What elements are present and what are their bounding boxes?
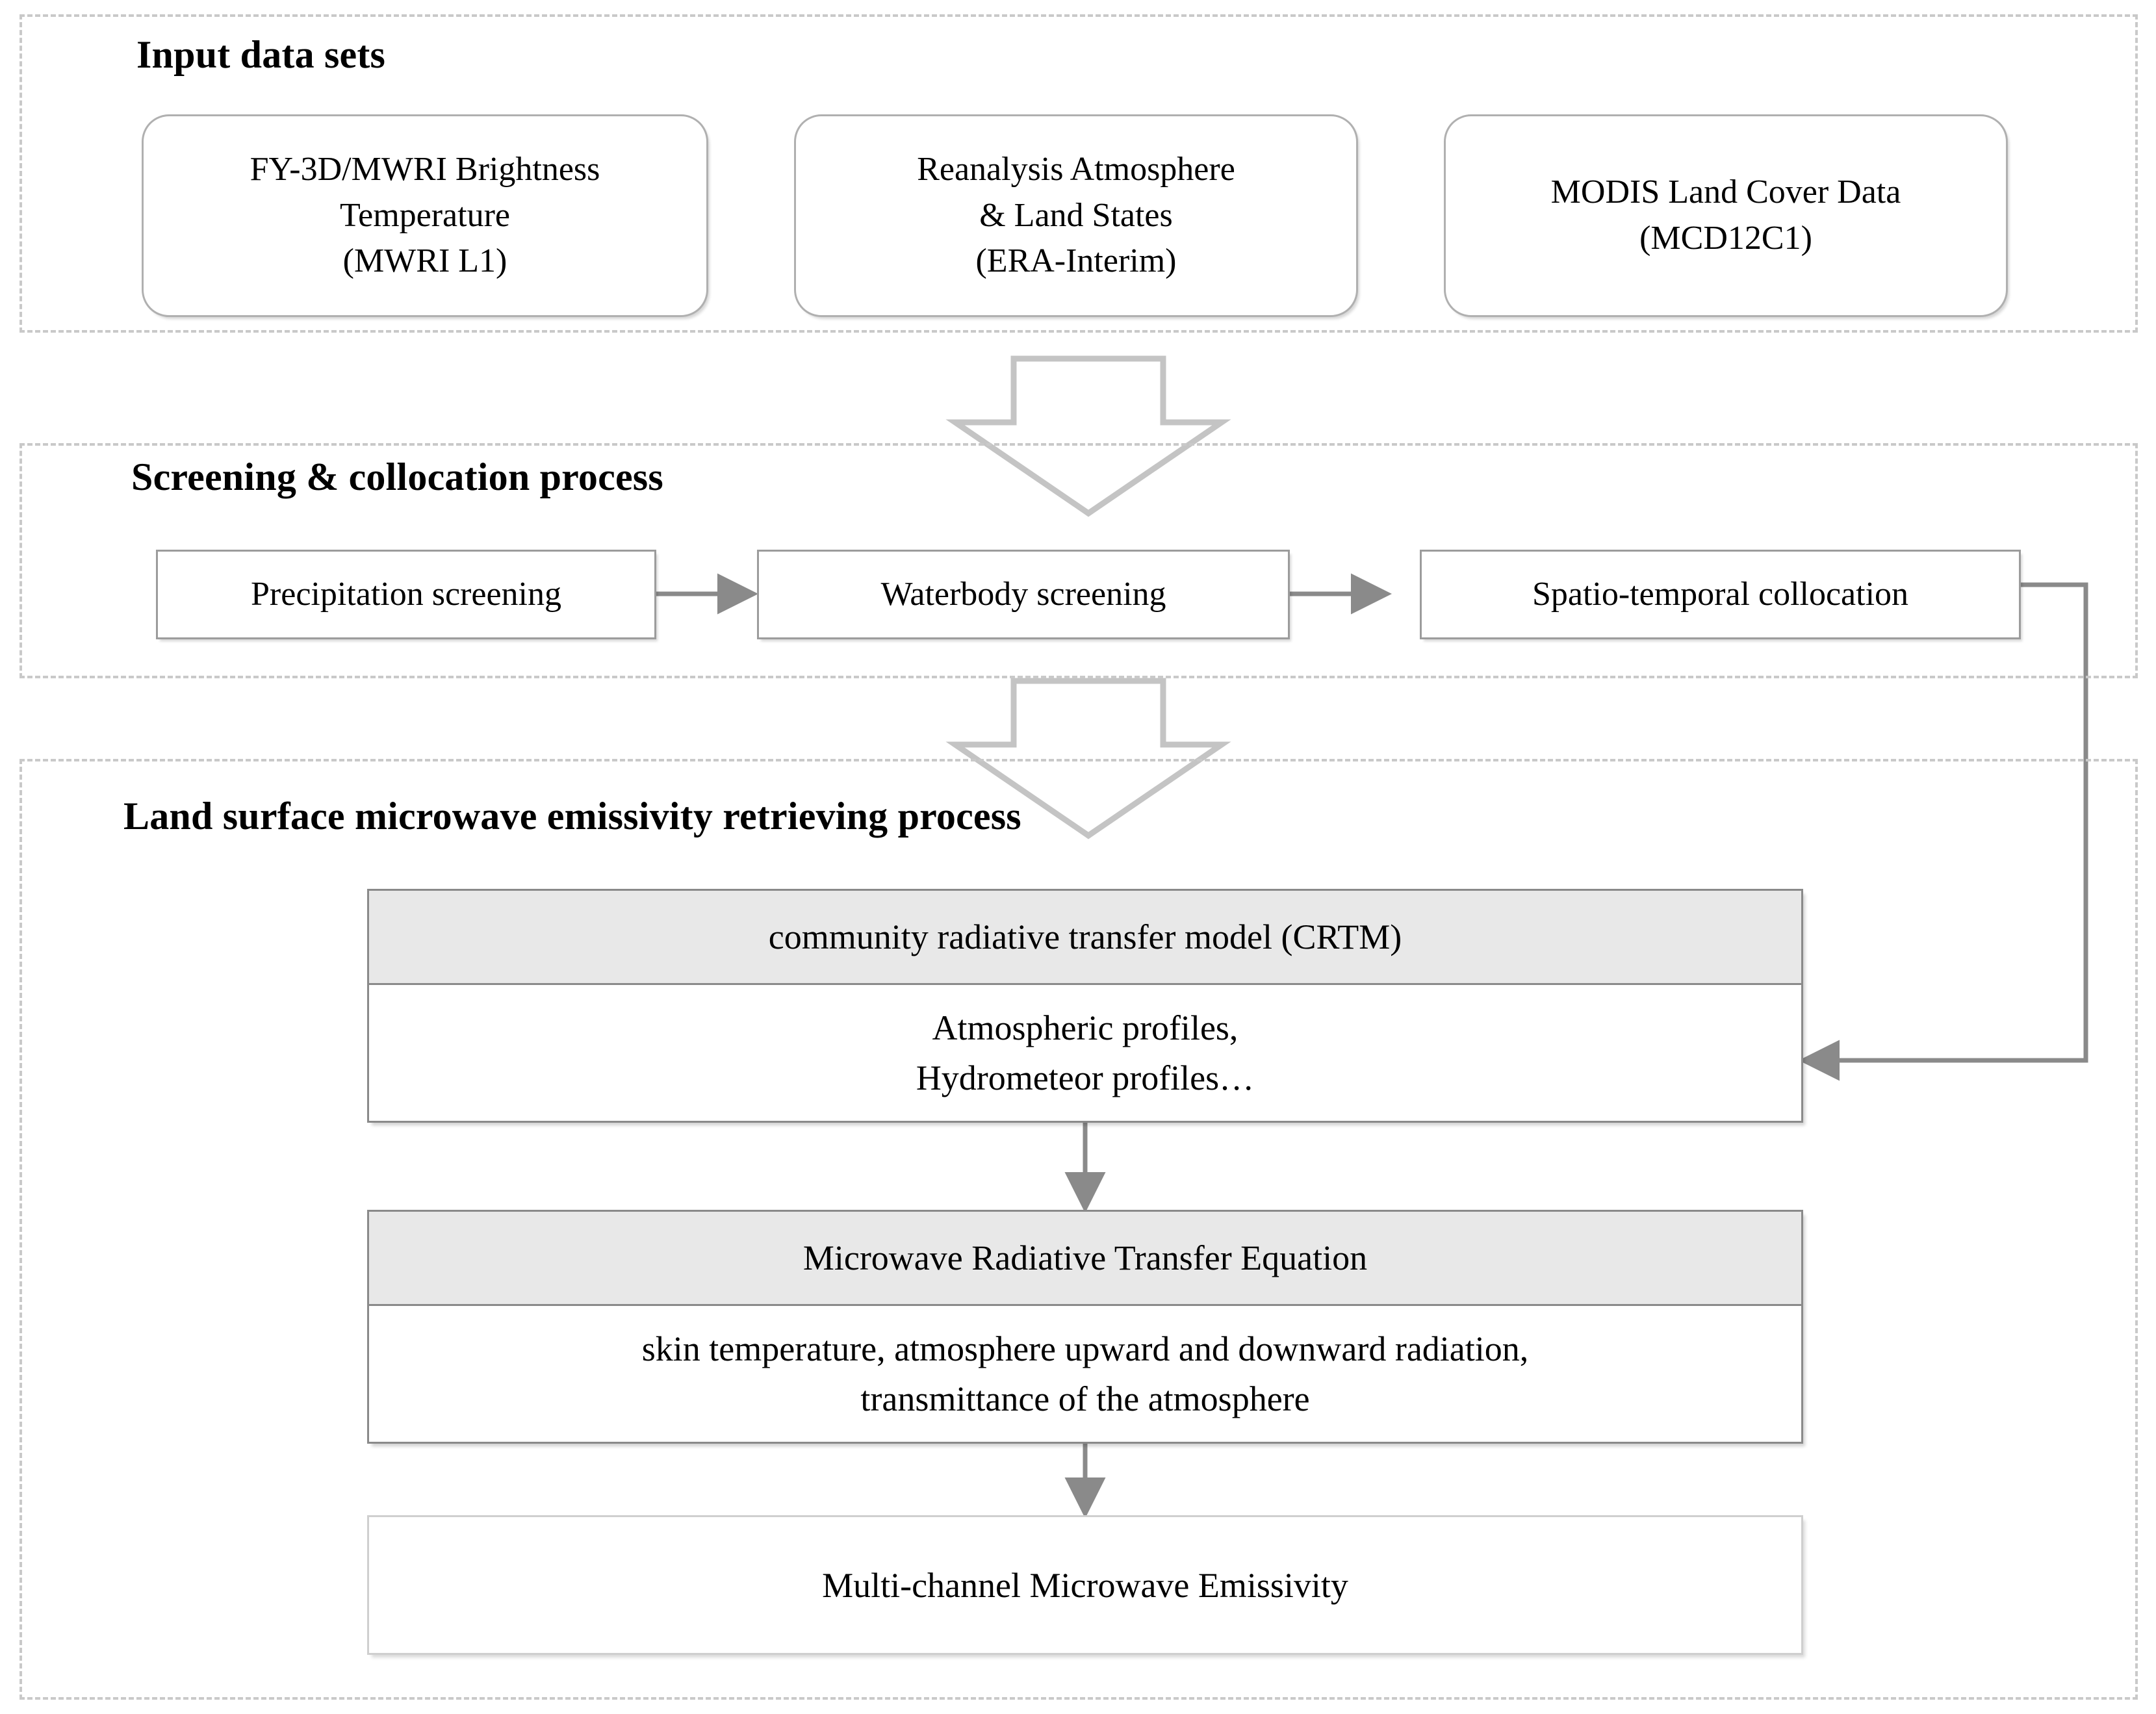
group-screening-collocation: [19, 443, 2138, 678]
input-box-mwri-line1: FY-3D/MWRI Brightness: [250, 150, 600, 188]
model-block-mrte-header-label: Microwave Radiative Transfer Equation: [802, 1238, 1368, 1277]
model-block-crtm-header-label: community radiative transfer model (CRTM…: [768, 917, 1402, 956]
input-box-mwri-text: FY-3D/MWRI Brightness Temperature (MWRI …: [250, 147, 600, 285]
model-block-crtm-body-text: Atmospheric profiles, Hydrometeor profil…: [916, 1003, 1254, 1103]
input-box-mwri-brightness-temperature[interactable]: FY-3D/MWRI Brightness Temperature (MWRI …: [142, 114, 708, 317]
screening-step-collocation-label: Spatio-temporal collocation: [1532, 575, 1909, 613]
input-box-modis-line2: (MCD12C1): [1639, 220, 1812, 257]
model-block-crtm-header[interactable]: community radiative transfer model (CRTM…: [367, 889, 1803, 985]
input-box-era-line1: Reanalysis Atmosphere: [917, 150, 1235, 188]
section-title-input-data-sets: Input data sets: [136, 33, 386, 76]
mrte-body-line1: skin temperature, atmosphere upward and …: [641, 1329, 1529, 1368]
input-box-era-text: Reanalysis Atmosphere & Land States (ERA…: [917, 147, 1235, 285]
input-box-era-line2: & Land States: [979, 196, 1173, 234]
section-title-retrieving-process: Land surface microwave emissivity retrie…: [123, 795, 1021, 838]
input-box-mwri-line2: Temperature: [340, 196, 510, 234]
screening-step-waterbody[interactable]: Waterbody screening: [757, 550, 1290, 639]
input-box-era-line3: (ERA-Interim): [975, 242, 1177, 280]
group-retrieving-process: [19, 759, 2138, 1700]
mrte-body-line2: transmittance of the atmosphere: [860, 1379, 1310, 1418]
crtm-body-line2: Hydrometeor profiles…: [916, 1058, 1255, 1097]
screening-step-spatio-temporal-collocation[interactable]: Spatio-temporal collocation: [1420, 550, 2021, 639]
model-block-mrte: Microwave Radiative Transfer Equation sk…: [367, 1210, 1803, 1444]
group-input-data-sets: [19, 14, 2138, 333]
input-box-modis-text: MODIS Land Cover Data (MCD12C1): [1551, 170, 1901, 261]
model-block-mrte-body[interactable]: skin temperature, atmosphere upward and …: [367, 1306, 1803, 1444]
model-block-crtm: community radiative transfer model (CRTM…: [367, 889, 1803, 1123]
model-block-crtm-body[interactable]: Atmospheric profiles, Hydrometeor profil…: [367, 985, 1803, 1123]
input-box-modis-land-cover[interactable]: MODIS Land Cover Data (MCD12C1): [1444, 114, 2008, 317]
section-title-screening-collocation: Screening & collocation process: [131, 455, 663, 498]
output-box-label: Multi-channel Microwave Emissivity: [822, 1565, 1348, 1605]
input-box-mwri-line3: (MWRI L1): [342, 242, 507, 280]
screening-step-waterbody-label: Waterbody screening: [880, 575, 1166, 613]
screening-step-precipitation[interactable]: Precipitation screening: [156, 550, 656, 639]
input-box-modis-line1: MODIS Land Cover Data: [1550, 173, 1901, 211]
crtm-body-line1: Atmospheric profiles,: [932, 1008, 1238, 1047]
model-block-mrte-header[interactable]: Microwave Radiative Transfer Equation: [367, 1210, 1803, 1306]
output-box-multichannel-emissivity[interactable]: Multi-channel Microwave Emissivity: [367, 1515, 1803, 1655]
model-block-mrte-body-text: skin temperature, atmosphere upward and …: [642, 1324, 1529, 1424]
screening-step-precipitation-label: Precipitation screening: [251, 575, 561, 613]
input-box-reanalysis-era-interim[interactable]: Reanalysis Atmosphere & Land States (ERA…: [794, 114, 1358, 317]
